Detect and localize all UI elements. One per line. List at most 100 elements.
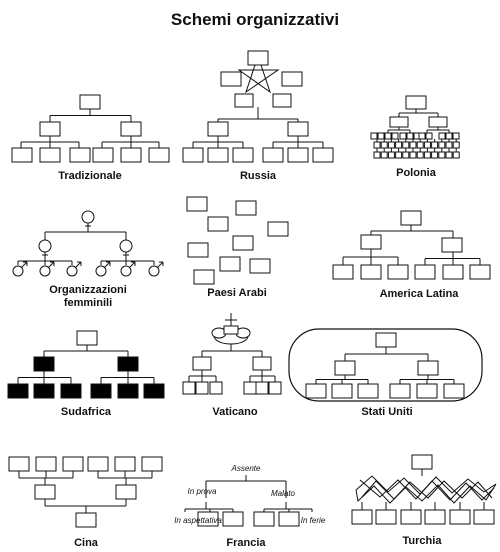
russia-bottom-box <box>232 147 254 163</box>
vaticano-small-box <box>243 381 257 395</box>
russia-bottom-box <box>207 147 229 163</box>
stati-uniti-mid-box <box>417 360 439 376</box>
male-symbol-icon <box>48 261 55 268</box>
america-latina-bottom-box <box>469 264 491 280</box>
cina-top-box <box>8 456 30 472</box>
paesi-arabi-box <box>186 196 208 212</box>
turchia-bottom-box <box>351 509 373 525</box>
male-symbol-icon <box>148 265 160 277</box>
cina-bottom-box <box>75 512 97 528</box>
label-organizzazioni-line2: femminili <box>64 297 112 309</box>
russia-bottom-box <box>262 147 284 163</box>
label-organizzazioni-line1: Organizzazioni <box>49 284 127 296</box>
russia-mid-box <box>207 121 229 137</box>
stati-uniti-rounded-frame <box>288 328 483 402</box>
francia-note-in-ferie: In ferie <box>301 516 326 525</box>
label-francia: Francia <box>226 537 266 549</box>
tradizionale-bottom-box <box>11 147 33 163</box>
male-symbol-icon <box>120 265 132 277</box>
francia-note-in-aspettativa: In aspettativa <box>174 516 222 525</box>
male-symbol-icon <box>75 261 82 268</box>
polonia-small-box <box>416 151 424 159</box>
sudafrica-top-box <box>76 330 98 346</box>
russia-star-box <box>272 93 292 108</box>
vaticano-small-box <box>268 381 282 395</box>
russia-bottom-box <box>312 147 334 163</box>
vaticano-mid-box <box>192 356 212 371</box>
russia-star-box <box>234 93 254 108</box>
polonia-small-box <box>438 151 446 159</box>
sudafrica-filled-box <box>7 383 29 399</box>
russia-star-box <box>281 71 303 87</box>
russia-star-lines <box>237 54 280 94</box>
stati-uniti-bottom-box <box>331 383 353 399</box>
stati-uniti-bottom-box <box>389 383 411 399</box>
america-latina-bottom-box <box>360 264 382 280</box>
cina-mid-box <box>115 484 137 500</box>
label-russia: Russia <box>240 170 277 182</box>
stati-uniti-bottom-box <box>305 383 327 399</box>
paesi-arabi-box <box>267 221 289 237</box>
polonia-small-box <box>406 132 414 140</box>
polonia-small-box <box>452 141 460 149</box>
paesi-arabi-box <box>187 242 209 258</box>
polonia-small-box <box>409 141 417 149</box>
polonia-small-box <box>402 151 410 159</box>
vaticano-small-box <box>255 381 269 395</box>
sudafrica-filled-box <box>33 383 55 399</box>
label-paesi-arabi: Paesi Arabi <box>207 287 267 299</box>
sudafrica-filled-box <box>60 383 82 399</box>
polonia-small-box <box>370 132 378 140</box>
polonia-small-box <box>380 151 388 159</box>
turchia-bottom-box <box>424 509 446 525</box>
tradizionale-mid-box <box>120 121 142 137</box>
vaticano-small-box <box>182 381 196 395</box>
stati-uniti-bottom-box <box>357 383 379 399</box>
sudafrica-filled-box <box>33 356 55 372</box>
cina-top-box <box>114 456 136 472</box>
america-latina-mid-box <box>441 237 463 253</box>
label-turchia: Turchia <box>403 535 443 547</box>
tradizionale-top-box <box>79 94 101 110</box>
america-latina-crossed-box <box>400 210 422 226</box>
polonia-small-box <box>387 141 395 149</box>
america-latina-bottom-box <box>414 264 436 280</box>
org-boxes <box>7 50 495 528</box>
stati-uniti-top-box <box>375 332 397 348</box>
label-america-latina: America Latina <box>380 288 460 300</box>
cina-top-box <box>87 456 109 472</box>
polonia-small-box <box>395 151 403 159</box>
male-symbol-icon <box>12 265 24 277</box>
paesi-arabi-box <box>207 216 229 232</box>
russia-bottom-box <box>287 147 309 163</box>
paesi-arabi-box <box>193 269 215 285</box>
stati-uniti-mid-box <box>334 360 356 376</box>
male-symbol-icon <box>129 261 136 268</box>
turchia-bottom-box <box>375 509 397 525</box>
francia-note-assente: Assente <box>231 464 261 473</box>
francia-note-in-prova: In prova <box>188 487 217 496</box>
female-symbol-icon <box>38 239 52 253</box>
polonia-small-box <box>438 141 446 149</box>
america-latina-crossed-box <box>360 234 382 250</box>
russia-mid-box <box>287 121 309 137</box>
polonia-small-box <box>425 132 433 140</box>
polonia-small-box <box>399 132 407 140</box>
polonia-small-box <box>380 141 388 149</box>
polonia-small-box <box>377 132 385 140</box>
polonia-small-box <box>395 141 403 149</box>
male-symbol-icon <box>157 261 164 268</box>
polonia-mid-box <box>389 116 409 128</box>
sudafrica-filled-box <box>90 383 112 399</box>
cina-top-box <box>62 456 84 472</box>
tradizionale-bottom-box <box>148 147 170 163</box>
stati-uniti-bottom-box <box>443 383 465 399</box>
male-symbol-icon <box>95 265 107 277</box>
vaticano-top-box <box>223 325 239 335</box>
america-latina-bottom-box <box>387 264 409 280</box>
polonia-small-box <box>373 151 381 159</box>
polonia-small-box <box>409 151 417 159</box>
vaticano-small-box <box>209 381 223 395</box>
label-tradizionale: Tradizionale <box>58 170 122 182</box>
polonia-mid-box <box>428 116 448 128</box>
